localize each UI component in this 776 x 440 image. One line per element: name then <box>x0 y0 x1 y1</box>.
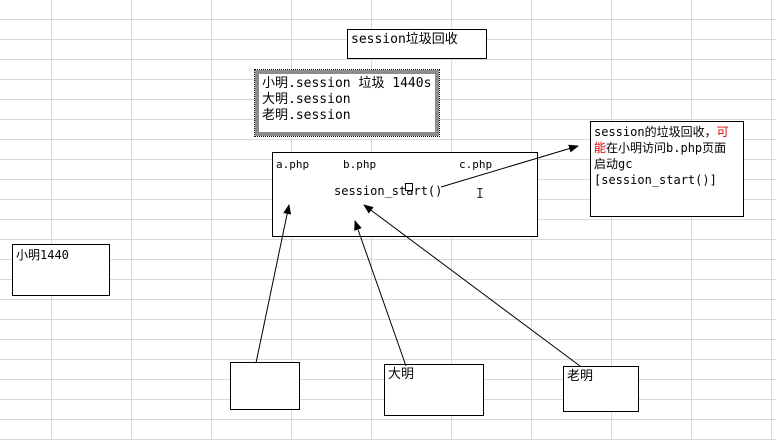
gc-note-line-3: 老明.session <box>262 108 351 123</box>
arrow-user2-to-b <box>354 220 407 367</box>
page-a-label: a.php <box>276 158 310 171</box>
user-box-laoming: 老明 <box>563 366 639 412</box>
explain-line-2: 能在小明访问b.php页面 <box>594 140 740 156</box>
gc-explanation-box: session的垃圾回收，可 能在小明访问b.php页面 启动gc [sessi… <box>590 121 744 217</box>
explain-line-1-red: 可 <box>716 125 729 139</box>
explain-line-2-red: 能 <box>594 141 607 155</box>
title-text: session垃圾回收 <box>351 32 458 47</box>
gc-note-line-1: 小明.session 垃圾 1440s <box>262 76 432 91</box>
gc-note-line-2: 大明.session <box>262 92 351 107</box>
arrow-user3-to-session-start <box>363 204 581 367</box>
xiaoming-text: 小明1440 <box>16 248 69 262</box>
explain-line-2-text: 在小明访问b.php页面 <box>606 141 727 155</box>
php-pages-box: a.php b.php c.php session_start() <box>272 152 538 237</box>
explain-line-1: session的垃圾回收，可 <box>594 124 740 140</box>
gc-note-box[interactable]: 小明.session 垃圾 1440s 大明.session 老明.sessio… <box>254 69 440 137</box>
explain-line-3: 启动gc <box>594 157 633 171</box>
explain-line-1-text: session的垃圾回收， <box>594 125 717 139</box>
page-b-label: b.php <box>343 158 377 171</box>
text-cursor-icon: I <box>476 187 484 202</box>
user-label-3: 老明 <box>567 369 594 384</box>
resize-handle-icon[interactable] <box>405 183 413 191</box>
explain-line-4: [session_start()] <box>594 173 717 187</box>
user-box-xiaoming <box>230 362 300 410</box>
title-box: session垃圾回收 <box>347 29 487 59</box>
session-start-call: session_start() <box>334 184 443 198</box>
xiaoming-box: 小明1440 <box>12 244 110 296</box>
page-c-label: c.php <box>459 158 493 171</box>
user-label-2: 大明 <box>388 367 415 382</box>
arrow-to-explanation <box>440 144 579 188</box>
arrow-user1-to-a <box>255 204 292 364</box>
user-box-daming: 大明 <box>384 364 484 416</box>
